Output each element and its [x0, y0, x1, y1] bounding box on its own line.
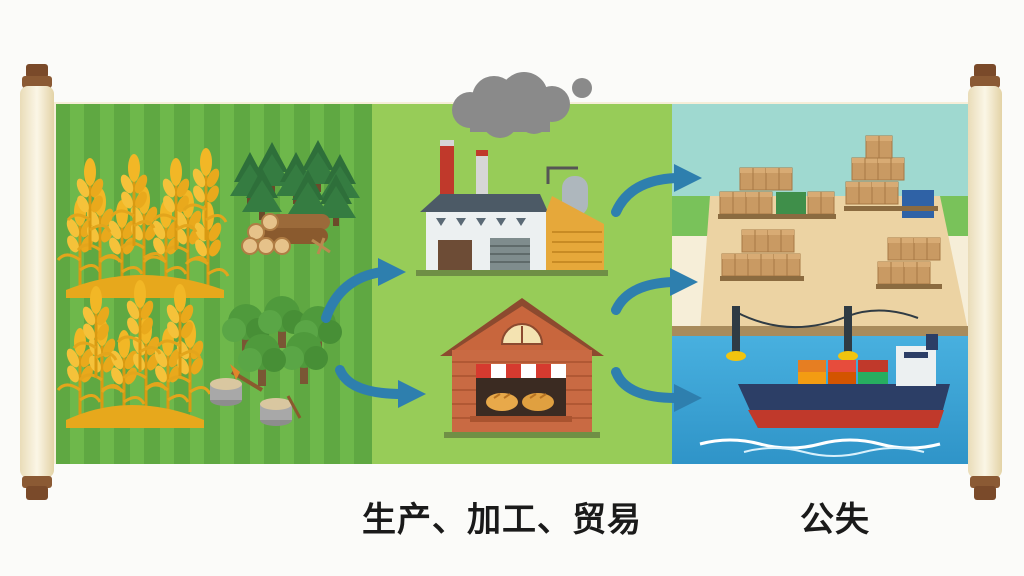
arrow-to-port — [611, 367, 702, 412]
scroll-roller-left — [20, 64, 54, 500]
awning — [476, 364, 566, 378]
tree-stump-icon — [210, 364, 302, 426]
cargo-ship-icon — [699, 334, 950, 457]
cardboard-box-icon — [719, 135, 941, 285]
panel-trade — [672, 104, 968, 464]
caption-production-processing-trade: 生产、加工、贸易 — [362, 500, 642, 540]
wheat-icon — [56, 278, 212, 428]
shipping-containers — [798, 360, 888, 384]
arrow-to-factory — [321, 258, 406, 323]
flow-arrows — [321, 164, 702, 412]
arrow-to-bakery — [335, 365, 426, 408]
dock-icon — [726, 306, 919, 361]
caption-right: 公失 — [800, 500, 870, 540]
panel-processing — [372, 72, 672, 464]
smoke-cloud-icon — [452, 72, 592, 138]
pallet-icon — [718, 206, 942, 289]
arrow-to-warehouse-lower — [611, 268, 698, 315]
panel-raw-materials — [56, 104, 372, 464]
factory-icon — [416, 140, 608, 276]
log-pile-icon — [241, 213, 331, 255]
arrow-to-warehouse-upper — [611, 164, 702, 217]
scroll-roller-right — [968, 64, 1002, 500]
bread-icon — [486, 393, 554, 411]
bakery-icon — [440, 298, 604, 438]
